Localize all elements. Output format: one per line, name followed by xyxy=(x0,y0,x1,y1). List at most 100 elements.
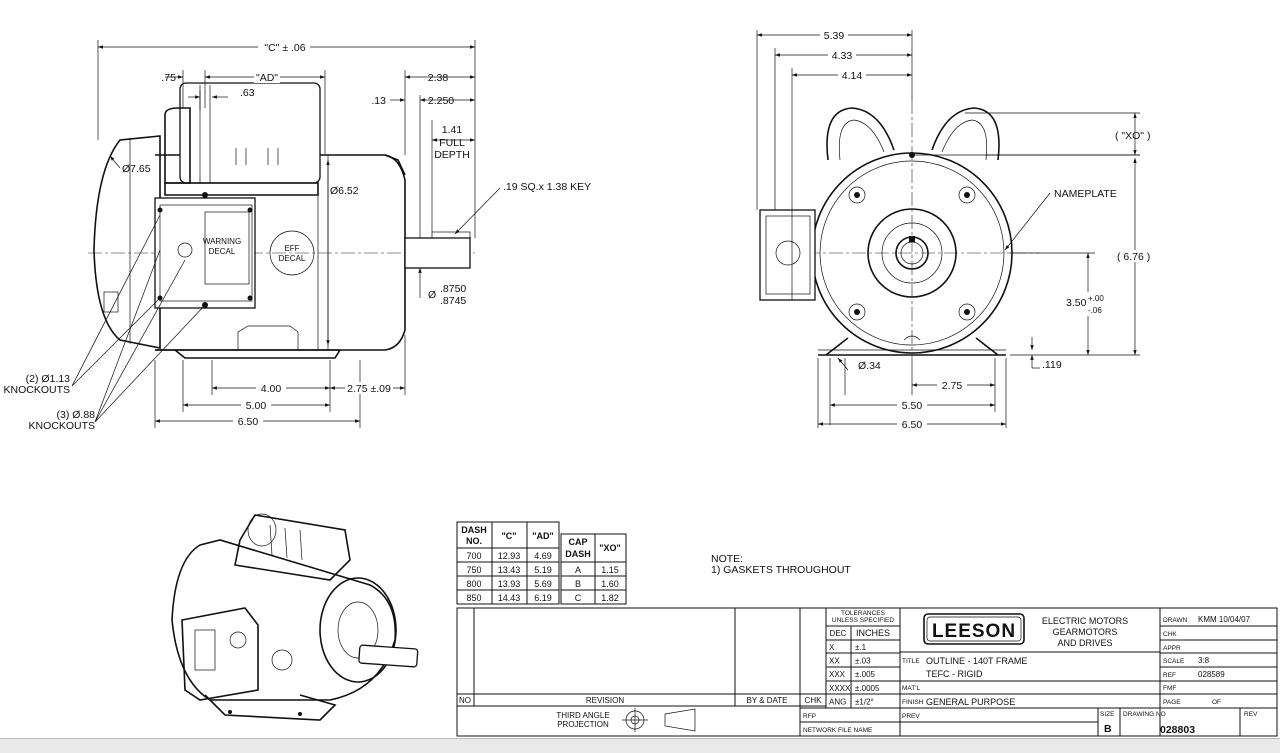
matl-label: MAT'L xyxy=(902,685,920,692)
depth-label: DEPTH xyxy=(434,149,470,161)
drawn-label: DRAWN xyxy=(1163,617,1188,624)
dim-433-label: 4.33 xyxy=(832,50,853,62)
title-line-1: OUTLINE - 140T FRAME xyxy=(926,656,1027,666)
knockout-3-label: (3) Ø.88 xyxy=(56,409,95,421)
nameplate-label: NAMEPLATE xyxy=(1054,188,1117,200)
rev-label: REV xyxy=(1244,711,1258,718)
dash-table-cell: 700 xyxy=(466,551,481,561)
window-bottom-bar xyxy=(0,738,1280,753)
end-view: 5.39 4.33 4.14 ( "XO" ) NAMEPLATE ( 6.76… xyxy=(756,29,1155,431)
of-label: OF xyxy=(1212,699,1221,706)
title-line-2: TEFC - RIGID xyxy=(926,669,983,679)
scale-label: SCALE xyxy=(1163,658,1185,665)
dim-650-end-label: 6.50 xyxy=(902,419,923,431)
dim-550-label: 5.50 xyxy=(902,400,923,412)
dim-275-end-label: 2.75 xyxy=(942,380,963,392)
dim-676-label: ( 6.76 ) xyxy=(1117,251,1150,263)
dia-034-label: Ø.34 xyxy=(858,360,881,372)
dim-350-minus: -.06 xyxy=(1088,306,1102,315)
eff-decal-label: EFF xyxy=(284,244,299,253)
dia-652-label: Ø6.52 xyxy=(330,185,359,197)
shaft-dia-lower: .8745 xyxy=(440,295,466,307)
finish-label: FINISH xyxy=(902,699,924,706)
dim-275-tol-label: 2.75 ±.09 xyxy=(347,383,391,395)
dash-table-cell: 5.19 xyxy=(534,565,552,575)
dim-500-label: 5.00 xyxy=(246,400,267,412)
ref-label: REF xyxy=(1163,672,1176,679)
fan-cover xyxy=(93,135,161,349)
dash-table-cell: 850 xyxy=(466,593,481,603)
mounting-base xyxy=(155,349,341,359)
dim-063-label: .63 xyxy=(240,87,255,99)
end-conduit-box xyxy=(759,209,816,301)
isometric-view xyxy=(171,513,419,721)
shaft-dia-upper: .8750 xyxy=(440,283,466,295)
cap-table-cell: 1.82 xyxy=(601,593,619,603)
knockout-3-label-b: KNOCKOUTS xyxy=(28,420,95,432)
title-field-label: TITLE xyxy=(902,658,920,665)
leeson-logo: LEESON xyxy=(932,621,1016,642)
note-line-1: 1) GASKETS THROUGHOUT xyxy=(711,564,851,576)
dim-539-label: 5.39 xyxy=(824,30,845,42)
ref-value: 028589 xyxy=(1198,670,1225,679)
page-label: PAGE xyxy=(1163,699,1181,706)
cap-header-1b: DASH xyxy=(565,549,591,559)
size-value: B xyxy=(1104,723,1112,735)
appr-label: APPR xyxy=(1163,645,1181,652)
rev-no-header: NO xyxy=(459,696,471,705)
dash-table-cell: 14.43 xyxy=(498,593,521,603)
dash-header-1b: NO. xyxy=(466,536,482,546)
inches-label: INCHES xyxy=(856,628,890,638)
shaft xyxy=(404,237,471,269)
note-title: NOTE: xyxy=(711,553,743,565)
tolerance-value: ±1/2° xyxy=(855,697,874,706)
dash-table-cell: 800 xyxy=(466,579,481,589)
prev-label: PREV xyxy=(902,713,920,720)
dim-414-label: 4.14 xyxy=(842,70,863,82)
warning-decal-label-2: DECAL xyxy=(209,247,236,256)
drawing-no-value: 028803 xyxy=(1160,724,1195,736)
full-label: FULL xyxy=(439,137,465,149)
xo-label: ( "XO" ) xyxy=(1115,130,1150,142)
tolerance-precision: XXXX xyxy=(829,684,851,693)
dash-header-ad: "AD" xyxy=(532,531,554,541)
cap-header-xo: "XO" xyxy=(599,543,621,553)
tolerance-value: ±.1 xyxy=(855,643,867,652)
cap-header-1: CAP xyxy=(568,537,587,547)
chk-header: CHK xyxy=(805,696,823,705)
drawing-no-label: DRAWING NO xyxy=(1123,711,1166,718)
dim-013-label: .13 xyxy=(371,95,386,107)
rev-header: REVISION xyxy=(586,696,624,705)
company-line-2: GEARMOTORS xyxy=(1053,627,1118,637)
dec-label: DEC xyxy=(830,629,847,638)
tolerance-value: ±.0005 xyxy=(855,684,880,693)
dim-238-label: 2.38 xyxy=(428,72,449,84)
tolerances-label: TOLERANCES xyxy=(841,610,886,617)
tolerance-precision: XX xyxy=(829,657,840,666)
dash-table-cell: 4.69 xyxy=(534,551,552,561)
eff-decal-label-2: DECAL xyxy=(279,254,306,263)
rfp-label: RFP xyxy=(803,713,816,720)
dim-650-label: 6.50 xyxy=(238,416,259,428)
drawn-value: KMM 10/04/07 xyxy=(1198,615,1251,624)
dia-765-label: Ø7.65 xyxy=(122,163,151,175)
eff-decal xyxy=(269,230,315,276)
knockout-2-label: (2) Ø1.13 xyxy=(26,373,71,385)
fmf-label: FMF xyxy=(1163,685,1176,692)
dash-table-cell: 13.93 xyxy=(498,579,521,589)
cap-table-cell: C xyxy=(575,593,582,603)
side-view: WARNING DECAL EFF DECAL "C" ± .06 .75 "A… xyxy=(3,40,591,432)
company-line-3: AND DRIVES xyxy=(1057,638,1112,648)
size-label: SIZE xyxy=(1100,711,1115,718)
dash-header-1: DASH xyxy=(461,525,487,535)
cap-table-cell: A xyxy=(575,565,581,575)
dim-ad-label: "AD" xyxy=(256,72,278,84)
shaft-dia-symbol: Ø xyxy=(428,289,436,301)
cap-table-cell: 1.15 xyxy=(601,565,619,575)
key-note-label: .19 SQ.x 1.38 KEY xyxy=(503,181,591,193)
dim-075-label: .75 xyxy=(161,72,176,84)
dash-header-c: "C" xyxy=(501,531,516,541)
by-date-header: BY & DATE xyxy=(746,696,787,705)
